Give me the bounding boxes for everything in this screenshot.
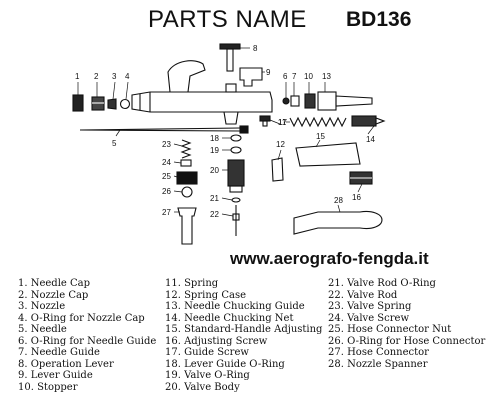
part-lever-guide [239,67,263,87]
part-stopper [304,93,316,109]
part-valve-rod [232,205,240,236]
legend-item: 24. Valve Screw [328,312,410,324]
parts-legend-column-1: 1. Needle Cap 2. Nozzle Cap 3. Nozzle 4.… [18,278,156,393]
website-url: www.aerografo-fengda.it [230,249,429,268]
callout-28: 28 [334,196,343,205]
part-needle [79,125,249,134]
legend-item: 18. Lever Guide O-Ring [165,358,285,370]
callout-4: 4 [125,72,130,81]
legend-item: 22. Valve Rod [328,289,398,301]
part-needle-chucking-net [351,115,386,127]
part-needle-guide [290,95,300,107]
callout-8: 8 [253,44,258,53]
part-valve-body [227,159,245,193]
part-nozzle [107,98,117,110]
part-oring-valve [230,146,242,154]
legend-item: 2. Nozzle Cap [18,289,89,301]
part-adjusting-screw [349,171,373,185]
part-valve-screw [180,159,192,167]
part-valve-spring [180,139,192,159]
callout-14: 14 [366,135,375,144]
legend-item: 19. Valve O-Ring [165,370,250,381]
callout-25: 25 [162,172,171,181]
callout-5: 5 [112,139,117,148]
legend-item: 20. Valve Body [165,381,240,393]
callout-11: 11 [278,118,287,127]
callout-1: 1 [75,72,80,81]
callout-18: 18 [210,134,219,143]
part-hose-connector-nut [176,171,198,185]
legend-item: 3. Nozzle [18,301,66,312]
part-nozzle-spanner [293,210,383,235]
legend-item: 1. Needle Cap [18,278,91,289]
legend-item: 16. Adjusting Screw [165,335,268,347]
legend-item: 6. O-Ring for Needle Guide [18,335,157,347]
parts-legend-column-3: 21. Valve Rod O-Ring 22. Valve Rod 23. V… [328,278,485,370]
part-operation-lever [219,43,241,72]
part-airbrush-body [131,60,273,125]
legend-item: 28. Nozzle Spanner [328,358,428,370]
legend-item: 15. Standard-Handle Adjusting [165,324,323,335]
legend-item: 23. Valve Spring [328,301,412,312]
part-oring-valve-rod [231,197,241,203]
callout-20: 20 [210,166,219,175]
callout-17: 17 [278,118,287,127]
part-spring [289,116,347,128]
part-needle-cap [72,94,84,112]
callout-16: 16 [352,193,361,202]
legend-item: 8. Operation Lever [18,358,114,370]
part-spring-case [271,157,284,182]
parts-legend-column-2: 11. Spring 12. Spring Case 13. Needle Ch… [165,278,322,393]
legend-item: 26. O-Ring for Hose Connector [328,335,486,347]
callout-24: 24 [162,158,171,167]
model-code: BD136 [346,8,412,31]
callout-6: 6 [283,72,288,81]
part-hose-connector [177,207,197,245]
callout-21: 21 [210,194,219,203]
legend-item: 4. O-Ring for Nozzle Cap [18,312,145,324]
part-oring-needle-guide [282,97,290,105]
legend-item: 12. Spring Case [165,289,246,301]
legend-item: 25. Hose Connector Nut [328,324,452,335]
legend-item: 13. Needle Chucking Guide [165,301,305,312]
legend-item: 27. Hose Connector [328,347,429,358]
legend-item: 7. Needle Guide [18,347,100,358]
legend-item: 5. Needle [18,324,67,335]
callout-10: 10 [304,72,313,81]
callout-2: 2 [94,72,99,81]
legend-item: 14. Needle Chucking Net [165,312,294,324]
callout-19: 19 [210,146,219,155]
callout-27: 27 [162,208,171,217]
legend-item: 9. Lever Guide [18,370,93,381]
part-oring-lever-guide [230,134,242,142]
callout-22: 22 [210,210,219,219]
legend-item: 10. Stopper [18,381,78,393]
callout-15: 15 [316,132,325,141]
callout-12: 12 [276,140,285,149]
part-guide-screw [259,115,271,127]
part-nozzle-cap [91,96,105,111]
legend-item: 17. Guide Screw [165,347,249,358]
callout-13: 13 [322,72,331,81]
legend-item: 21. Valve Rod O-Ring [328,278,436,289]
callout-23: 23 [162,140,171,149]
callout-9: 9 [266,68,271,77]
legend-item: 11. Spring [165,278,219,289]
part-needle-chucking-guide [317,91,373,111]
page-title: PARTS NAME [148,6,307,33]
part-oring-nozzle-cap [119,98,131,110]
callout-3: 3 [112,72,117,81]
callout-26: 26 [162,187,171,196]
part-oring-hose-connector [181,186,193,198]
callout-7: 7 [292,72,297,81]
part-handle [295,142,361,167]
